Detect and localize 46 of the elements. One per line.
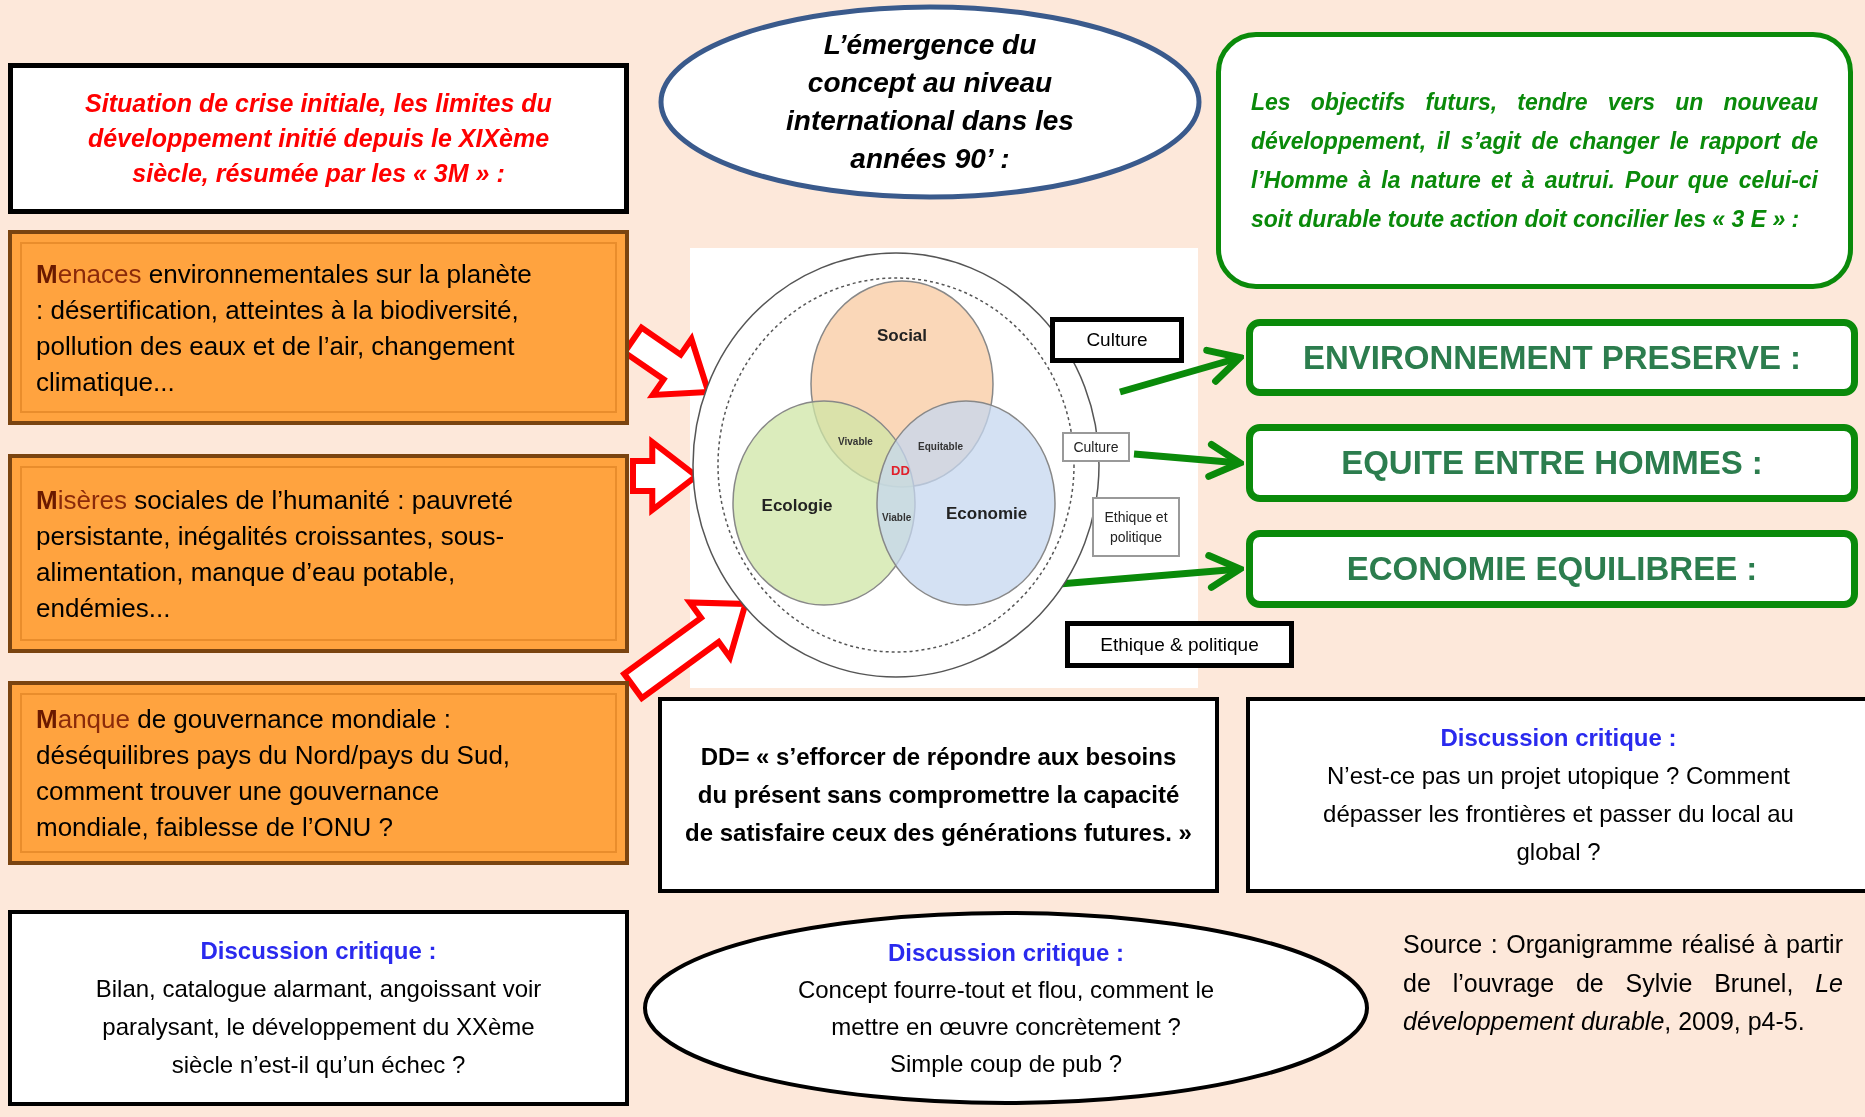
goal-box	[1246, 319, 1858, 396]
node-text: ENVIRONNEMENT PRESERVE :	[1302, 338, 1802, 377]
objective-box	[1216, 32, 1853, 289]
node-text: Menaces environnementales sur la planète : désertification, atteintes à la biodiversité, pollution des eaux et de l’air, changement climatique...	[36, 257, 533, 399]
process-box	[8, 454, 629, 653]
region-label: Equitable	[918, 441, 963, 452]
node-text: Culture	[1073, 438, 1119, 457]
small-box	[1062, 432, 1130, 462]
node-text: Culture	[1086, 329, 1148, 351]
ethics-box	[1065, 621, 1294, 668]
block-arrow	[619, 599, 750, 703]
discussion-box	[8, 910, 629, 1106]
node-text: L’émergence du concept au niveau international dans les années 90’ :	[785, 28, 1075, 176]
node-text: Misères sociales de l’humanité : pauvreté persistante, inégalités croissantes, sous-alimentation, manque d’eau potable, endémies...	[36, 483, 514, 625]
goal-box	[1246, 530, 1858, 608]
discussion-heading: Discussion critique :	[1440, 723, 1677, 753]
circle-label: Economie	[946, 504, 1026, 524]
node-text: Ethique & politique	[1100, 633, 1259, 656]
node-text: Concept fourre-tout et flou, comment le mettre en œuvre concrètement ? Simple coup de pub ?	[796, 975, 1216, 1079]
circle-label: Ecologie	[760, 496, 834, 516]
small-box	[1092, 497, 1180, 557]
source-note: Source : Organigramme réalisé à partir de l’ouvrage de Sylvie Brunel, Le développement durable, 2009, p4-5.	[1403, 929, 1843, 1037]
definition-box	[658, 697, 1219, 893]
arrow	[1133, 441, 1244, 480]
heading-box	[8, 63, 629, 214]
node-text: Ethique et politique	[1103, 508, 1169, 547]
node-text: ECONOMIE EQUILIBREE :	[1346, 550, 1758, 588]
node-text: DD= « s’efforcer de répondre aux besoins du présent sans compromettre la capacité de satisfaire ceux des générations futures. »	[684, 742, 1193, 848]
region-label: DD	[891, 463, 910, 478]
culture-box	[1050, 317, 1184, 363]
circle-label: Social	[875, 326, 929, 346]
node-text: N’est-ce pas un projet utopique ? Comment dépasser les frontières et passer du local au global ?	[1322, 761, 1795, 867]
process-box	[8, 230, 629, 425]
discussion-heading: Discussion critique :	[886, 938, 1126, 968]
node-text: EQUITE ENTRE HOMMES :	[1341, 444, 1763, 482]
discussion-heading: Discussion critique :	[200, 936, 437, 966]
node-text: Situation de crise initiale, les limites du développement initié depuis le XIXème siècle, résumée par les « 3M » :	[84, 88, 553, 189]
process-box	[8, 681, 629, 865]
node-text: Manque de gouvernance mondiale : déséquilibres pays du Nord/pays du Sud, comment trouver une gouvernance mondiale, faiblesse de l’ONU ?	[36, 703, 512, 844]
goal-box	[1246, 424, 1858, 502]
node-text: Bilan, catalogue alarmant, angoissant voir paralysant, le développement du XXème siècle n’est-il qu’un échec ?	[94, 974, 543, 1080]
discussion-box	[1246, 697, 1865, 893]
region-label: Vivable	[838, 436, 873, 447]
node-text: Les objectifs futurs, tendre vers un nouveau développement, il s’agit de changer le rapport de l’Homme à la nature et à autrui. Pour que celui-ci soit durable toute action doit concilier les « 3 E » :	[1251, 87, 1818, 234]
region-label: Viable	[882, 512, 912, 523]
arrow	[1119, 346, 1244, 396]
